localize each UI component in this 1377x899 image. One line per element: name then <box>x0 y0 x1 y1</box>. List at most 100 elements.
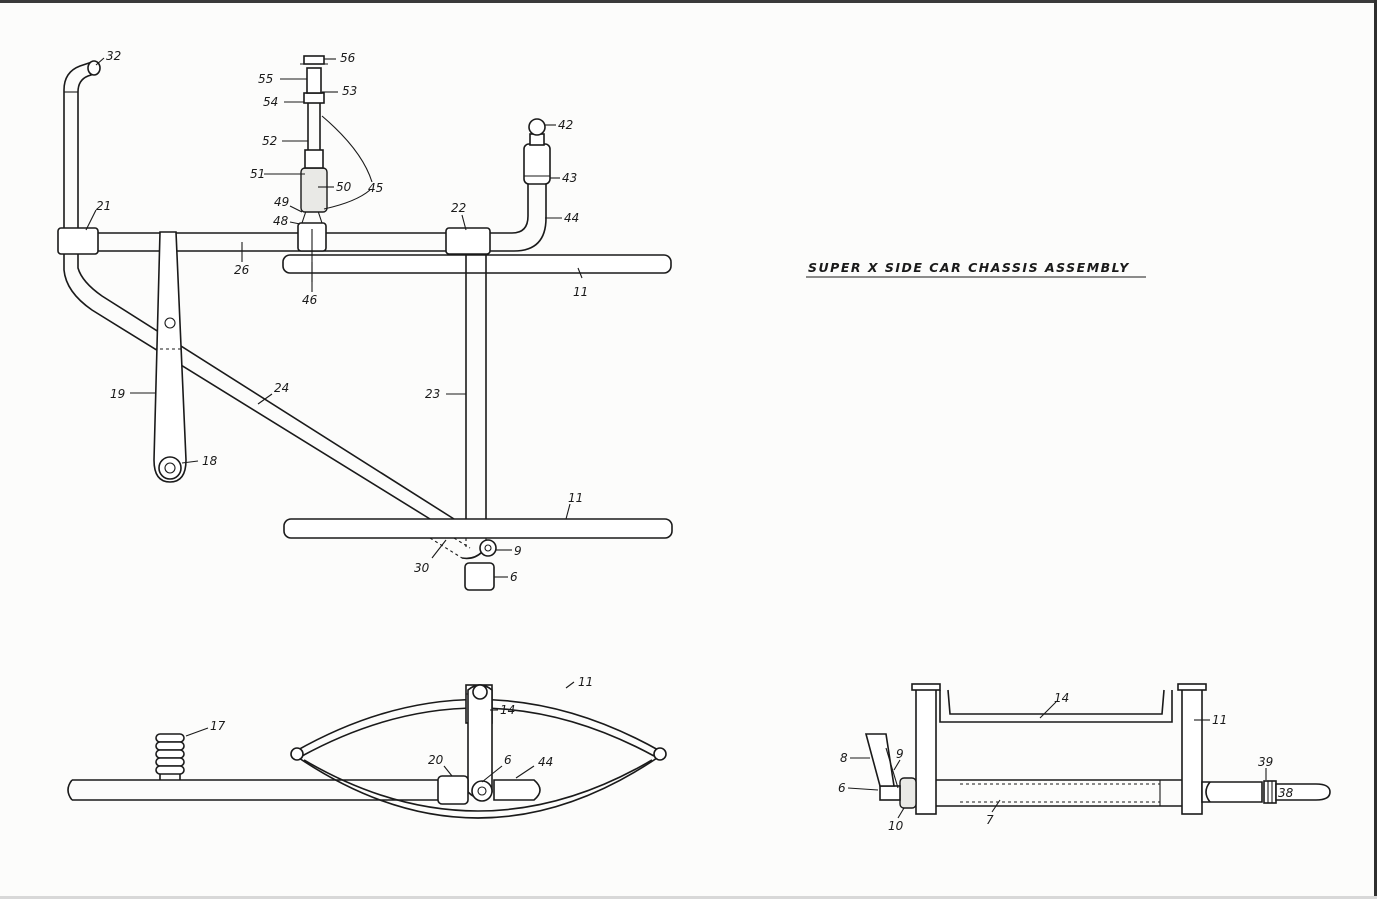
label-9: 9 <box>514 544 522 558</box>
side-view: 17 11 14 20 6 44 <box>67 675 667 819</box>
part-43-sleeve <box>523 143 551 185</box>
stub-axle <box>1201 781 1263 803</box>
lip-left <box>911 683 941 691</box>
tube-44-end <box>493 779 541 801</box>
leaf-11-eye-right <box>653 747 667 761</box>
label-6: 6 <box>510 570 518 584</box>
top-view: 32 56 55 53 54 52 42 51 50 45 43 49 48 2… <box>57 49 673 591</box>
side-tube-end <box>67 779 73 801</box>
label-10: 10 <box>888 819 904 833</box>
post-right-11 <box>1181 685 1203 815</box>
label-18: 18 <box>202 454 218 468</box>
bracket-6 <box>879 785 901 801</box>
part-9-eye <box>479 539 497 557</box>
tube-24-hidden-b <box>453 537 471 549</box>
leaf-11-eye-left <box>290 747 304 761</box>
label-26: 26 <box>234 263 250 277</box>
lever-8 <box>864 733 895 787</box>
part-9-hole <box>484 544 492 552</box>
tube-24-upper-edge <box>63 254 431 520</box>
label-14: 14 <box>1054 691 1069 705</box>
eye-18-inner <box>164 462 176 474</box>
tube-44-inner <box>490 184 547 252</box>
nut-10 <box>899 777 917 809</box>
label-44: 44 <box>564 211 579 225</box>
joint-21 <box>57 227 99 255</box>
label-50: 50 <box>336 180 352 194</box>
label-43: 43 <box>562 171 577 185</box>
label-22: 22 <box>451 201 466 215</box>
label-49: 49 <box>274 195 289 209</box>
link-6-top-eye <box>472 684 488 700</box>
sheet-border-right <box>1374 0 1377 899</box>
label-56: 56 <box>340 51 356 65</box>
label-11: 11 <box>1212 713 1227 727</box>
tube-24-lower-edge <box>77 254 455 520</box>
post-left <box>915 685 937 815</box>
part-6-block <box>464 562 495 591</box>
label-21: 21 <box>96 199 111 213</box>
label-11: 11 <box>578 675 593 689</box>
label-45: 45 <box>368 181 383 195</box>
part-56-cap <box>303 55 325 65</box>
bar-11-upper <box>282 254 672 274</box>
label-51: 51 <box>250 167 265 181</box>
part-50-body <box>300 167 328 213</box>
top-view-leaders <box>85 57 583 578</box>
label-6: 6 <box>504 753 512 767</box>
label-44: 44 <box>538 755 553 769</box>
part-55-bolt <box>306 67 322 94</box>
top-view-labels: 32 56 55 53 54 52 42 51 50 45 43 49 48 2… <box>96 49 588 584</box>
stub-axle-curve <box>1205 781 1211 803</box>
tube-32-outer <box>63 61 93 232</box>
label-24: 24 <box>274 381 289 395</box>
tube-24-end <box>461 551 483 560</box>
label-11-lower: 11 <box>568 491 583 505</box>
label-48: 48 <box>273 214 289 228</box>
label-14: 14 <box>500 703 515 717</box>
arm-19-pivot <box>164 317 176 329</box>
label-20: 20 <box>428 753 444 767</box>
arm-19 <box>153 231 187 483</box>
part-42-ball <box>528 118 546 136</box>
label-19: 19 <box>110 387 125 401</box>
label-32: 32 <box>106 49 121 63</box>
bar-11-lower <box>283 518 673 539</box>
label-23: 23 <box>425 387 440 401</box>
label-39: 39 <box>1258 755 1273 769</box>
nut-38 <box>1263 780 1277 804</box>
link-6-bottom-eye <box>471 780 493 802</box>
label-11-upper: 11 <box>573 285 588 299</box>
link-6-bottom-hole <box>477 786 487 796</box>
part-53-54-nut <box>303 92 325 104</box>
label-8: 8 <box>840 751 848 765</box>
clamp-20 <box>437 775 469 805</box>
sheet-border-bottom <box>0 896 1377 899</box>
label-52: 52 <box>262 134 277 148</box>
label-55: 55 <box>258 72 273 86</box>
end-view: 14 11 8 9 39 6 38 10 7 <box>838 683 1331 833</box>
leaf-11-lower-outer <box>295 755 661 819</box>
label-9: 9 <box>896 747 904 761</box>
label-54: 54 <box>263 95 278 109</box>
side-view-labels: 17 11 14 20 6 44 <box>210 675 593 769</box>
tube-44-outer <box>490 184 529 234</box>
joint-22 <box>445 227 491 255</box>
title-text: SUPER X SIDE CAR CHASSIS ASSEMBLY <box>808 260 1130 275</box>
spring-17 <box>155 733 185 780</box>
leaf-11-lower-inner <box>303 759 653 812</box>
pan-14-inner <box>947 689 1165 715</box>
label-6: 6 <box>838 781 846 795</box>
label-30: 30 <box>414 561 430 575</box>
label-42: 42 <box>558 118 573 132</box>
end-view-labels: 14 11 8 9 39 6 38 10 7 <box>838 691 1294 833</box>
end-view-leaders <box>847 701 1267 819</box>
sheet-border-top <box>0 0 1377 3</box>
lip-right <box>1177 683 1207 691</box>
drawing-title: SUPER X SIDE CAR CHASSIS ASSEMBLY <box>806 260 1146 278</box>
label-17: 17 <box>210 719 226 733</box>
label-53: 53 <box>342 84 357 98</box>
part-51-collar <box>304 149 324 169</box>
